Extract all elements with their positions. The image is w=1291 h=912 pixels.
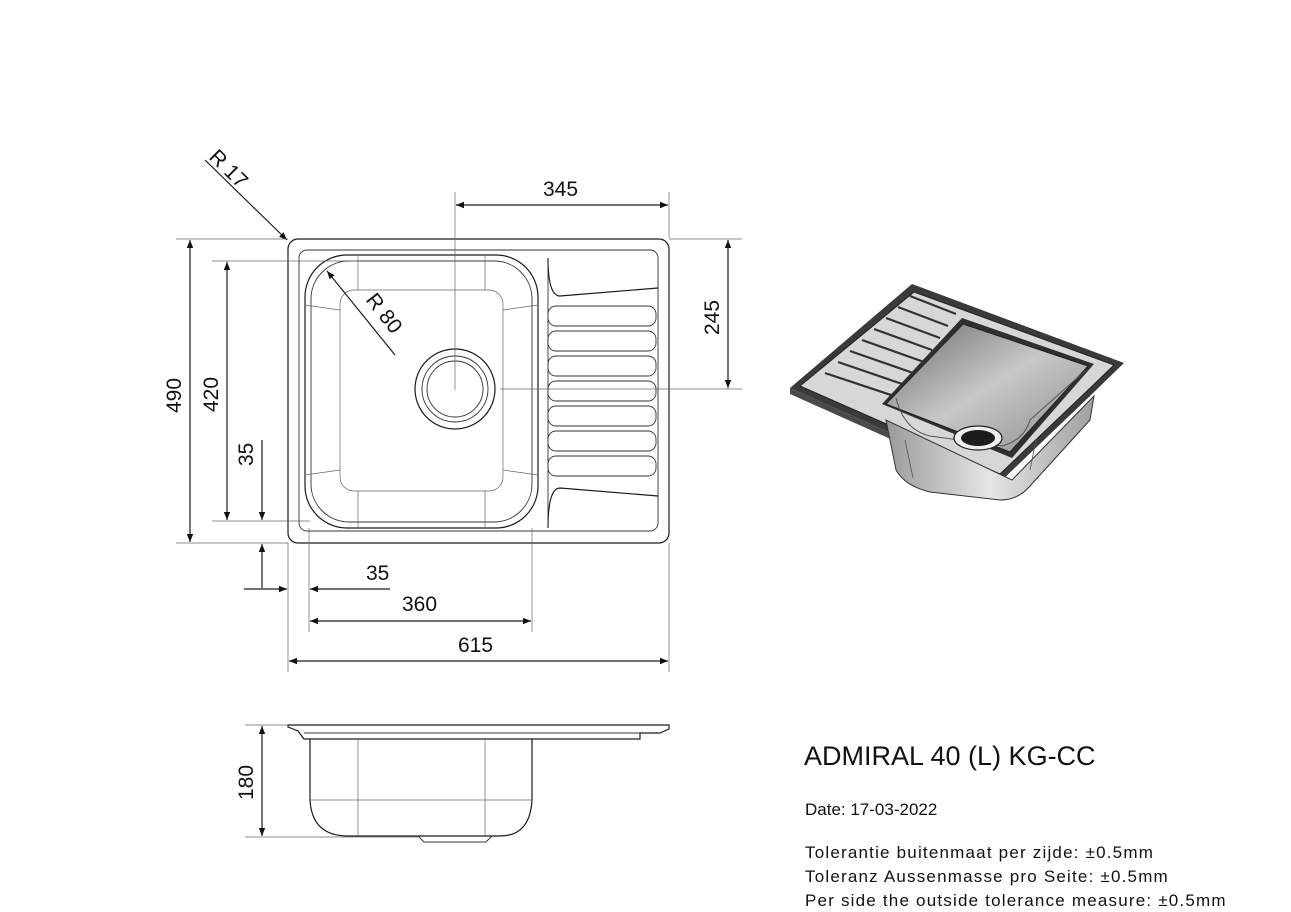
tolerance-nl: Tolerantie buitenmaat per zijde: ±0.5mm [805,843,1155,862]
sink-3d-render [790,284,1124,501]
drawing-date: Date: 17-03-2022 [805,800,938,819]
corner-radius-label: R 17 [204,145,252,193]
tolerance-de: Toleranz Aussenmasse pro Seite: ±0.5mm [805,867,1169,886]
tolerance-en: Per side the outside tolerance measure: … [805,891,1227,910]
top-view: R 17 R 80 345 245 490 420 35 [163,145,742,672]
bowl-radius-label: R 80 [361,289,406,338]
dim-35-horizontal: 35 [366,562,389,585]
dim-420: 420 [200,377,223,412]
dim-345: 345 [543,178,578,201]
dim-615: 615 [458,634,493,657]
dim-180: 180 [235,765,258,800]
dim-245: 245 [701,300,724,335]
dim-490: 490 [163,378,186,413]
dim-35-vertical: 35 [235,443,258,466]
side-view: 180 [235,724,670,843]
product-title: ADMIRAL 40 (L) KG-CC [804,741,1096,771]
dim-360: 360 [402,593,437,616]
drainboard-grooves [547,305,657,477]
